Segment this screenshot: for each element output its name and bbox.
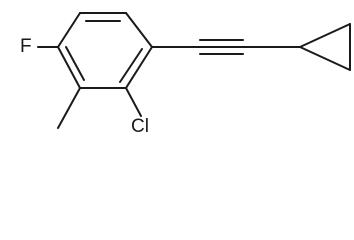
bond-ring-upper-right: [125, 12, 153, 48]
bond-methyl: [57, 87, 81, 129]
atom-label-fluorine: F: [19, 36, 33, 57]
bond-ring-upper-left: [57, 12, 81, 48]
molecule-bonds: [37, 12, 351, 129]
bond-ring-lower-left-inner: [65, 46, 85, 81]
structure-diagram: F Cl: [19, 12, 351, 137]
bond-chlorine: [125, 87, 142, 117]
bond-ring-right: [125, 46, 153, 89]
bond-ring-right-inner: [119, 48, 143, 83]
bond-cyclopropyl-lower: [299, 46, 351, 71]
atom-label-chlorine: Cl: [130, 116, 150, 137]
bond-ring-lower-left: [57, 46, 81, 89]
bond-cyclopropyl-upper: [299, 23, 351, 48]
